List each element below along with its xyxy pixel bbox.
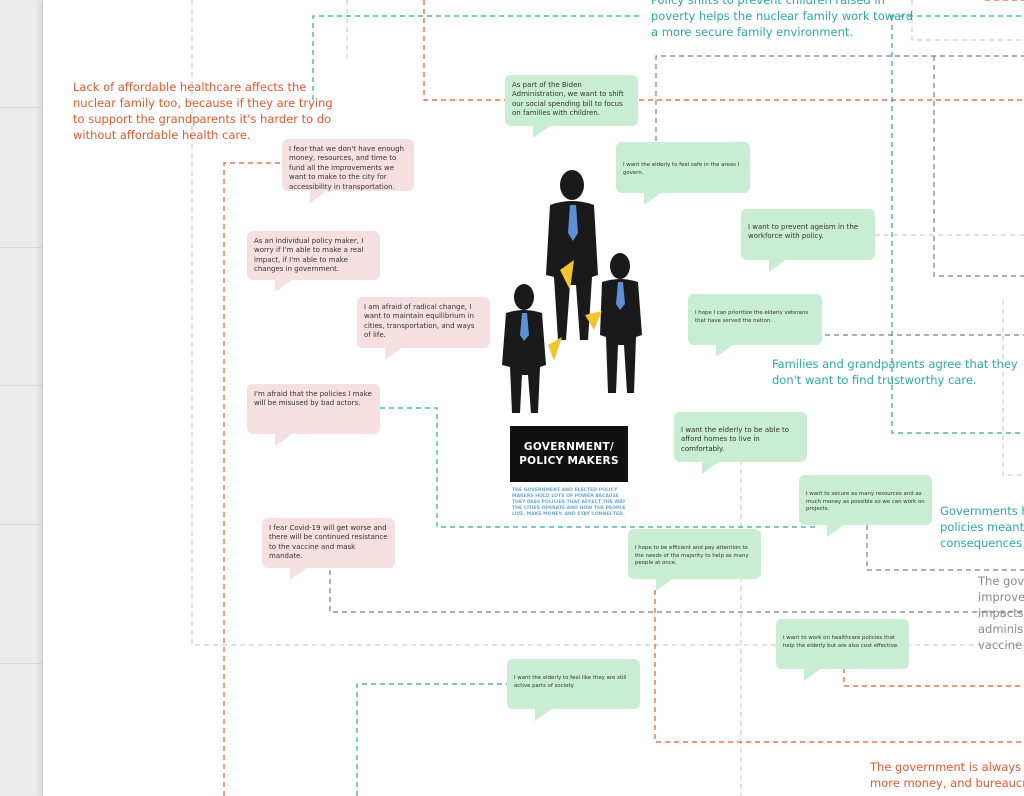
persona-title-line2: POLICY MAKERS [519, 455, 619, 467]
fear-bubble-misused-policies[interactable]: I'm afraid that the policies I make will… [247, 384, 380, 446]
want-bubble-afford-homes[interactable]: I want the elderly to be able to afford … [674, 412, 807, 474]
panel-divider [0, 247, 42, 248]
want-bubble-elderly-safe[interactable]: I want the elderly to feel safe in the a… [616, 142, 750, 205]
persona-description: The government and elected policy makers… [512, 488, 626, 518]
want-bubble-healthcare-cost[interactable]: I want to work on healthcare policies th… [776, 619, 909, 681]
want-bubble-prevent-ageism[interactable]: I want to prevent ageism in the workforc… [741, 209, 875, 272]
fear-bubble-covid[interactable]: I fear Covid-19 will get worse and there… [262, 518, 395, 580]
panel-divider [0, 107, 42, 108]
panel-divider [0, 524, 42, 525]
persona-title-line1: GOVERNMENT/ [523, 441, 615, 453]
note-affordable-healthcare: Lack of affordable healthcare affects th… [73, 80, 333, 142]
note-government-money: The government is always scra more money… [870, 760, 1024, 790]
fear-bubble-radical-change[interactable]: I am afraid of radical change, I want to… [357, 297, 490, 360]
fear-bubble-real-impact[interactable]: As an individual policy maker, I worry i… [247, 231, 380, 292]
fear-bubble-resources[interactable]: I fear that we don't have enough money, … [282, 139, 414, 203]
want-bubble-efficient[interactable]: I hope to be efficient and pay attention… [628, 529, 761, 591]
policy-makers-illustration [502, 170, 642, 413]
want-bubble-elderly-veterans[interactable]: I hope I can prioritize the elderly vete… [688, 294, 822, 357]
note-families-grandparents: Families and grandparents agree that the… [772, 357, 1018, 387]
want-bubble-secure-resources[interactable]: I want to secure as many resources and a… [799, 475, 932, 537]
panel-divider [0, 385, 42, 386]
note-policy-shifts: Policy shifts to prevent children raised… [651, 0, 914, 39]
want-bubble-biden-admin[interactable]: As part of the Biden Administration, we … [505, 75, 638, 138]
persona-title-box: GOVERNMENT/ POLICY MAKERS [510, 426, 628, 482]
left-toolbar-panel [0, 0, 43, 796]
note-government-improve: The gove improve, impacts f administ vac… [978, 574, 1024, 652]
panel-divider [0, 663, 42, 664]
want-bubble-active-society[interactable]: I want the elderly to feel like they are… [507, 659, 640, 721]
note-governments-policies: Governments ha policies meant fo consequ… [940, 504, 1024, 550]
